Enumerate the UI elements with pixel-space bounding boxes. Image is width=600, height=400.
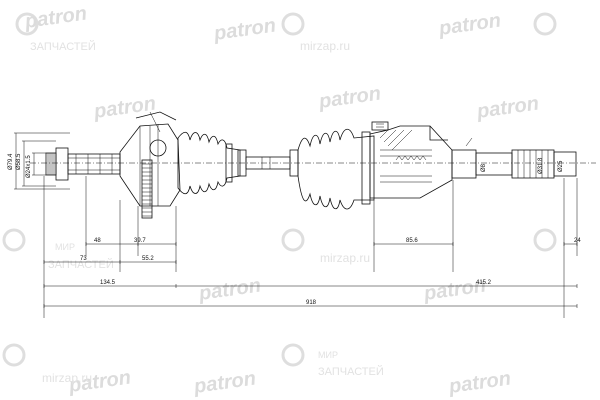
watermark-brand: patron xyxy=(197,275,263,306)
dim-73: 73 xyxy=(80,256,87,262)
inner-joint-housing xyxy=(369,125,453,199)
right-spline xyxy=(511,149,555,179)
shaft-marks xyxy=(261,157,271,169)
watermark-mir: МИР xyxy=(318,350,338,360)
watermark-ru-text: ЗАПЧАСТЕЙ xyxy=(30,40,96,53)
watermark-zapchastey: ЗАПЧАСТЕЙ xyxy=(48,258,114,271)
serration-detail xyxy=(395,155,427,161)
dim-85-6: 85.6 xyxy=(406,238,418,244)
watermark-layer: patron patron patron patron patron patro… xyxy=(2,3,557,399)
dim-39-7: 39.7 xyxy=(134,238,146,244)
inner-stub-shaft xyxy=(451,137,577,179)
watermark-brand: patron xyxy=(475,93,541,124)
dim-spline-diameter: Ø24x1.5 xyxy=(26,155,32,178)
dim-right-spline-diameter: Ø31.8 xyxy=(538,157,544,174)
stub-collar xyxy=(55,147,69,181)
inner-cv-joint xyxy=(369,121,453,199)
thread-lines xyxy=(47,153,55,175)
watermark-site: mirzap.ru xyxy=(300,39,350,53)
watermark-brand: patron xyxy=(447,368,513,399)
housing-section-lines xyxy=(139,124,159,206)
threaded-stub xyxy=(45,152,57,176)
housing-top-edge xyxy=(135,111,177,121)
dimension-lines xyxy=(14,132,578,318)
watermark-logo-icon xyxy=(2,12,557,367)
dim-total-length: 918 xyxy=(306,300,317,306)
joint-internal-lines xyxy=(380,149,432,183)
chamfer-mark xyxy=(465,137,473,147)
dim-mid-diameter: Ø8 xyxy=(481,163,487,172)
stub-body xyxy=(451,149,477,179)
section-hatch xyxy=(379,129,413,151)
dim-24: 24 xyxy=(574,238,581,244)
watermark-brand: patron xyxy=(437,10,503,41)
dim-415-2: 415.2 xyxy=(476,280,492,286)
inner-cv-boot xyxy=(297,128,375,210)
dim-55-2: 55.2 xyxy=(142,256,154,262)
watermark-site: mirzap.ru xyxy=(320,251,370,265)
abs-tone-ring xyxy=(141,159,153,219)
right-end-stub xyxy=(553,151,577,177)
watermark-brand: patron xyxy=(317,83,383,114)
right-spline-teeth xyxy=(517,150,549,178)
spline-detail xyxy=(68,154,120,174)
dim-right-end-diameter: Ø25 xyxy=(558,160,564,172)
housing-step xyxy=(429,126,448,141)
dim-outer-diameter: Ø79.4 xyxy=(8,153,14,170)
cap-hatch xyxy=(376,123,384,128)
inner-boot-clamp-large xyxy=(361,131,371,205)
outer-cv-joint xyxy=(45,111,181,219)
dim-hub-diameter: Ø58.5 xyxy=(16,153,22,170)
watermark-zapchastey: ЗАПЧАСТЕЙ xyxy=(318,365,384,378)
dim-134-5: 134.5 xyxy=(100,280,116,286)
watermark-brand: patron xyxy=(92,93,158,124)
watermark-brand: patron xyxy=(192,368,258,399)
boot-clamp-outer xyxy=(225,143,233,183)
watermark-site: mirzap.ru xyxy=(42,371,92,385)
watermark-brand: patron xyxy=(212,15,278,46)
inner-joint-cap xyxy=(371,121,389,131)
dim-48: 48 xyxy=(94,238,101,244)
joint-ball xyxy=(149,139,167,157)
watermark-brand: patron xyxy=(23,3,89,34)
watermark-mir: МИР xyxy=(55,242,75,252)
leader-line xyxy=(149,111,161,133)
